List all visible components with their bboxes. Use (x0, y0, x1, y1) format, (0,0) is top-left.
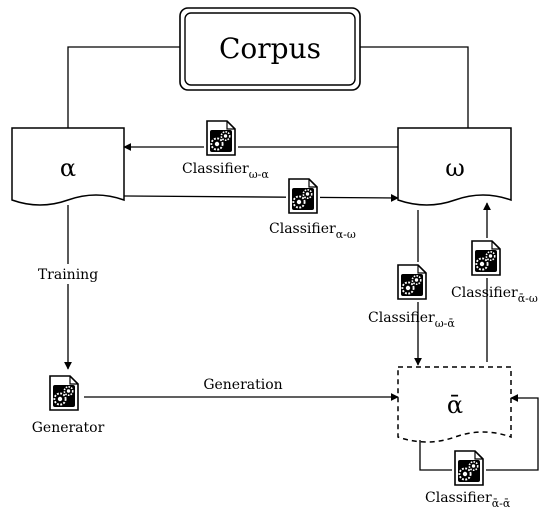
classifier-omega-alphabar-label: Classifierω-ᾱ (368, 310, 455, 330)
omega-node: ω (397, 127, 512, 206)
alpha-bar-node: ᾱ (397, 366, 512, 443)
alpha-to-omega-arrow (123, 193, 399, 202)
alpha-node: α (11, 127, 125, 206)
generator-label: Generator (32, 420, 105, 436)
generation-label: Generation (203, 377, 282, 393)
classifier-omega-alphabar-icon (395, 262, 429, 302)
classifier-alphabar-omega-label: Classifierᾱ-ω (451, 285, 538, 305)
alpha-bar-self-loop-arrow (419, 394, 539, 471)
classifier-alphabar-alphabar-label: Classifierᾱ-ᾱ (425, 490, 511, 510)
alpha-label: α (60, 154, 76, 182)
alpha-bar-label: ᾱ (447, 391, 463, 419)
corpus-to-omega-line (360, 46, 469, 128)
classifier-alphabar-alphabar-icon (452, 448, 486, 488)
generator-icon (47, 373, 81, 413)
classifier-alpha-omega-label: Classifierα-ω (269, 221, 356, 241)
classifier-omega-alpha-label: Classifierω-α (182, 161, 269, 181)
corpus-node: Corpus (179, 7, 361, 91)
classifier-alpha-omega-icon (286, 176, 320, 216)
training-label: Training (38, 267, 98, 283)
corpus-to-alpha-line (67, 46, 180, 128)
classifier-omega-alpha-icon (204, 118, 238, 158)
omega-label: ω (445, 154, 465, 182)
corpus-label: Corpus (219, 32, 321, 65)
classifier-alphabar-omega-icon (469, 238, 503, 278)
training-label-backing (34, 264, 102, 284)
